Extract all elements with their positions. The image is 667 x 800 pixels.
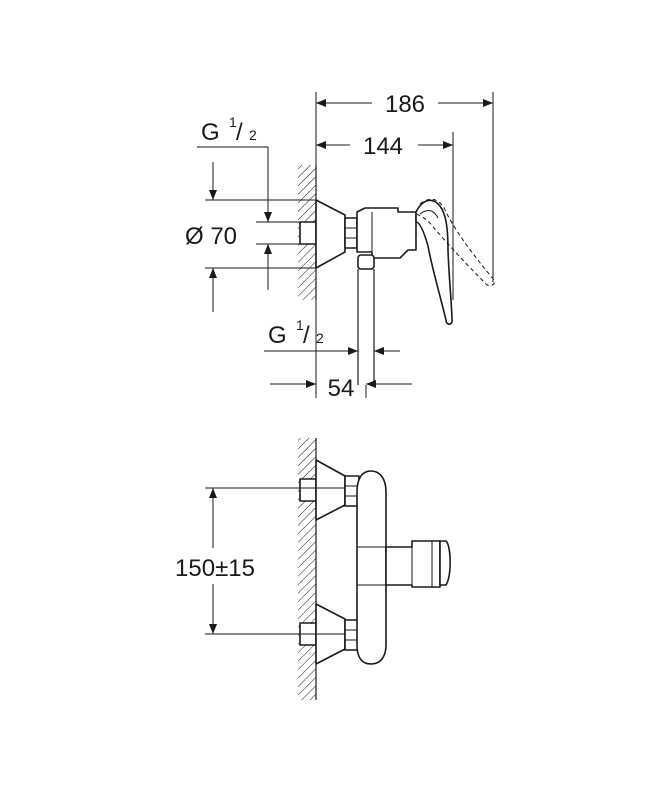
mixer-bar-front bbox=[356, 470, 387, 665]
upper-connector bbox=[299, 459, 360, 521]
dim-54-label: 54 bbox=[328, 375, 355, 402]
outlet-thread-den: 2 bbox=[316, 330, 324, 346]
dim-186-label: 186 bbox=[385, 91, 425, 118]
dim-diameter-label: Ø 70 bbox=[185, 223, 237, 250]
wall-rosette-side bbox=[299, 199, 358, 269]
lever-handle-open-position bbox=[415, 198, 495, 287]
lever-handle-side bbox=[415, 199, 453, 325]
dim-144-label: 144 bbox=[363, 133, 403, 160]
lever-handle-front bbox=[385, 540, 451, 588]
mixer-body-side bbox=[356, 207, 417, 385]
dim-outlet-thread: G 1 / 2 bbox=[264, 317, 400, 355]
dim-inlet-thread: G 1 / 2 bbox=[197, 114, 300, 290]
front-view: 150±15 bbox=[175, 438, 451, 700]
dim-150: 150±15 bbox=[175, 487, 345, 635]
dim-144: 144 bbox=[316, 132, 454, 300]
outlet-thread-g: G bbox=[268, 322, 287, 349]
dim-150-label: 150±15 bbox=[175, 555, 255, 582]
inlet-thread-den: 2 bbox=[249, 127, 257, 143]
dim-diameter-70: Ø 70 bbox=[185, 162, 316, 312]
inlet-thread-g: G bbox=[201, 119, 220, 146]
wall-front-view bbox=[298, 438, 317, 700]
side-view: 186 144 G 1 / 2 bbox=[185, 91, 495, 402]
outlet-thread-num: 1 bbox=[296, 317, 304, 333]
dim-54: 54 bbox=[270, 300, 412, 402]
outlet-thread-slash: / bbox=[303, 322, 310, 349]
dim-186: 186 bbox=[315, 91, 494, 282]
inlet-thread-slash: / bbox=[236, 119, 243, 146]
inlet-thread-num: 1 bbox=[229, 114, 237, 130]
